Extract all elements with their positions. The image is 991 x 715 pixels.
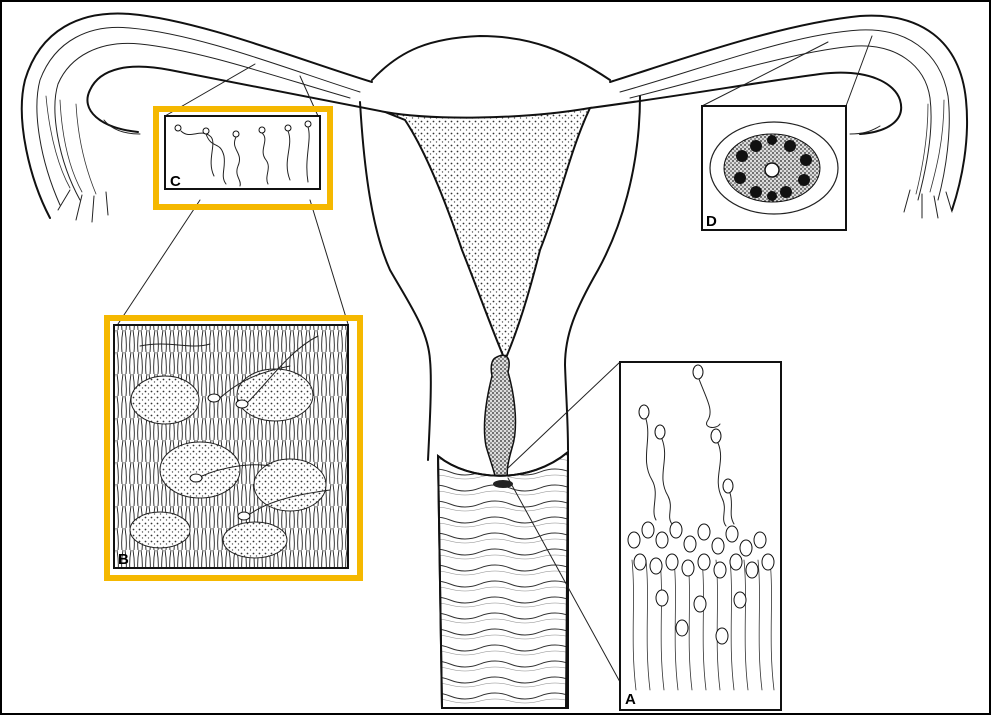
vaginal-canal — [438, 452, 568, 708]
panel-a-label: A — [625, 691, 636, 708]
panel-c-label: C — [170, 173, 181, 190]
panel-a: A — [620, 362, 781, 710]
egg-nucleus — [765, 163, 779, 177]
panel-d-label: D — [706, 213, 717, 230]
panel-b-label: B — [118, 551, 129, 568]
panel-b: B — [107, 318, 360, 578]
panel-c-frame — [165, 116, 320, 189]
panel-d: D — [702, 106, 846, 230]
